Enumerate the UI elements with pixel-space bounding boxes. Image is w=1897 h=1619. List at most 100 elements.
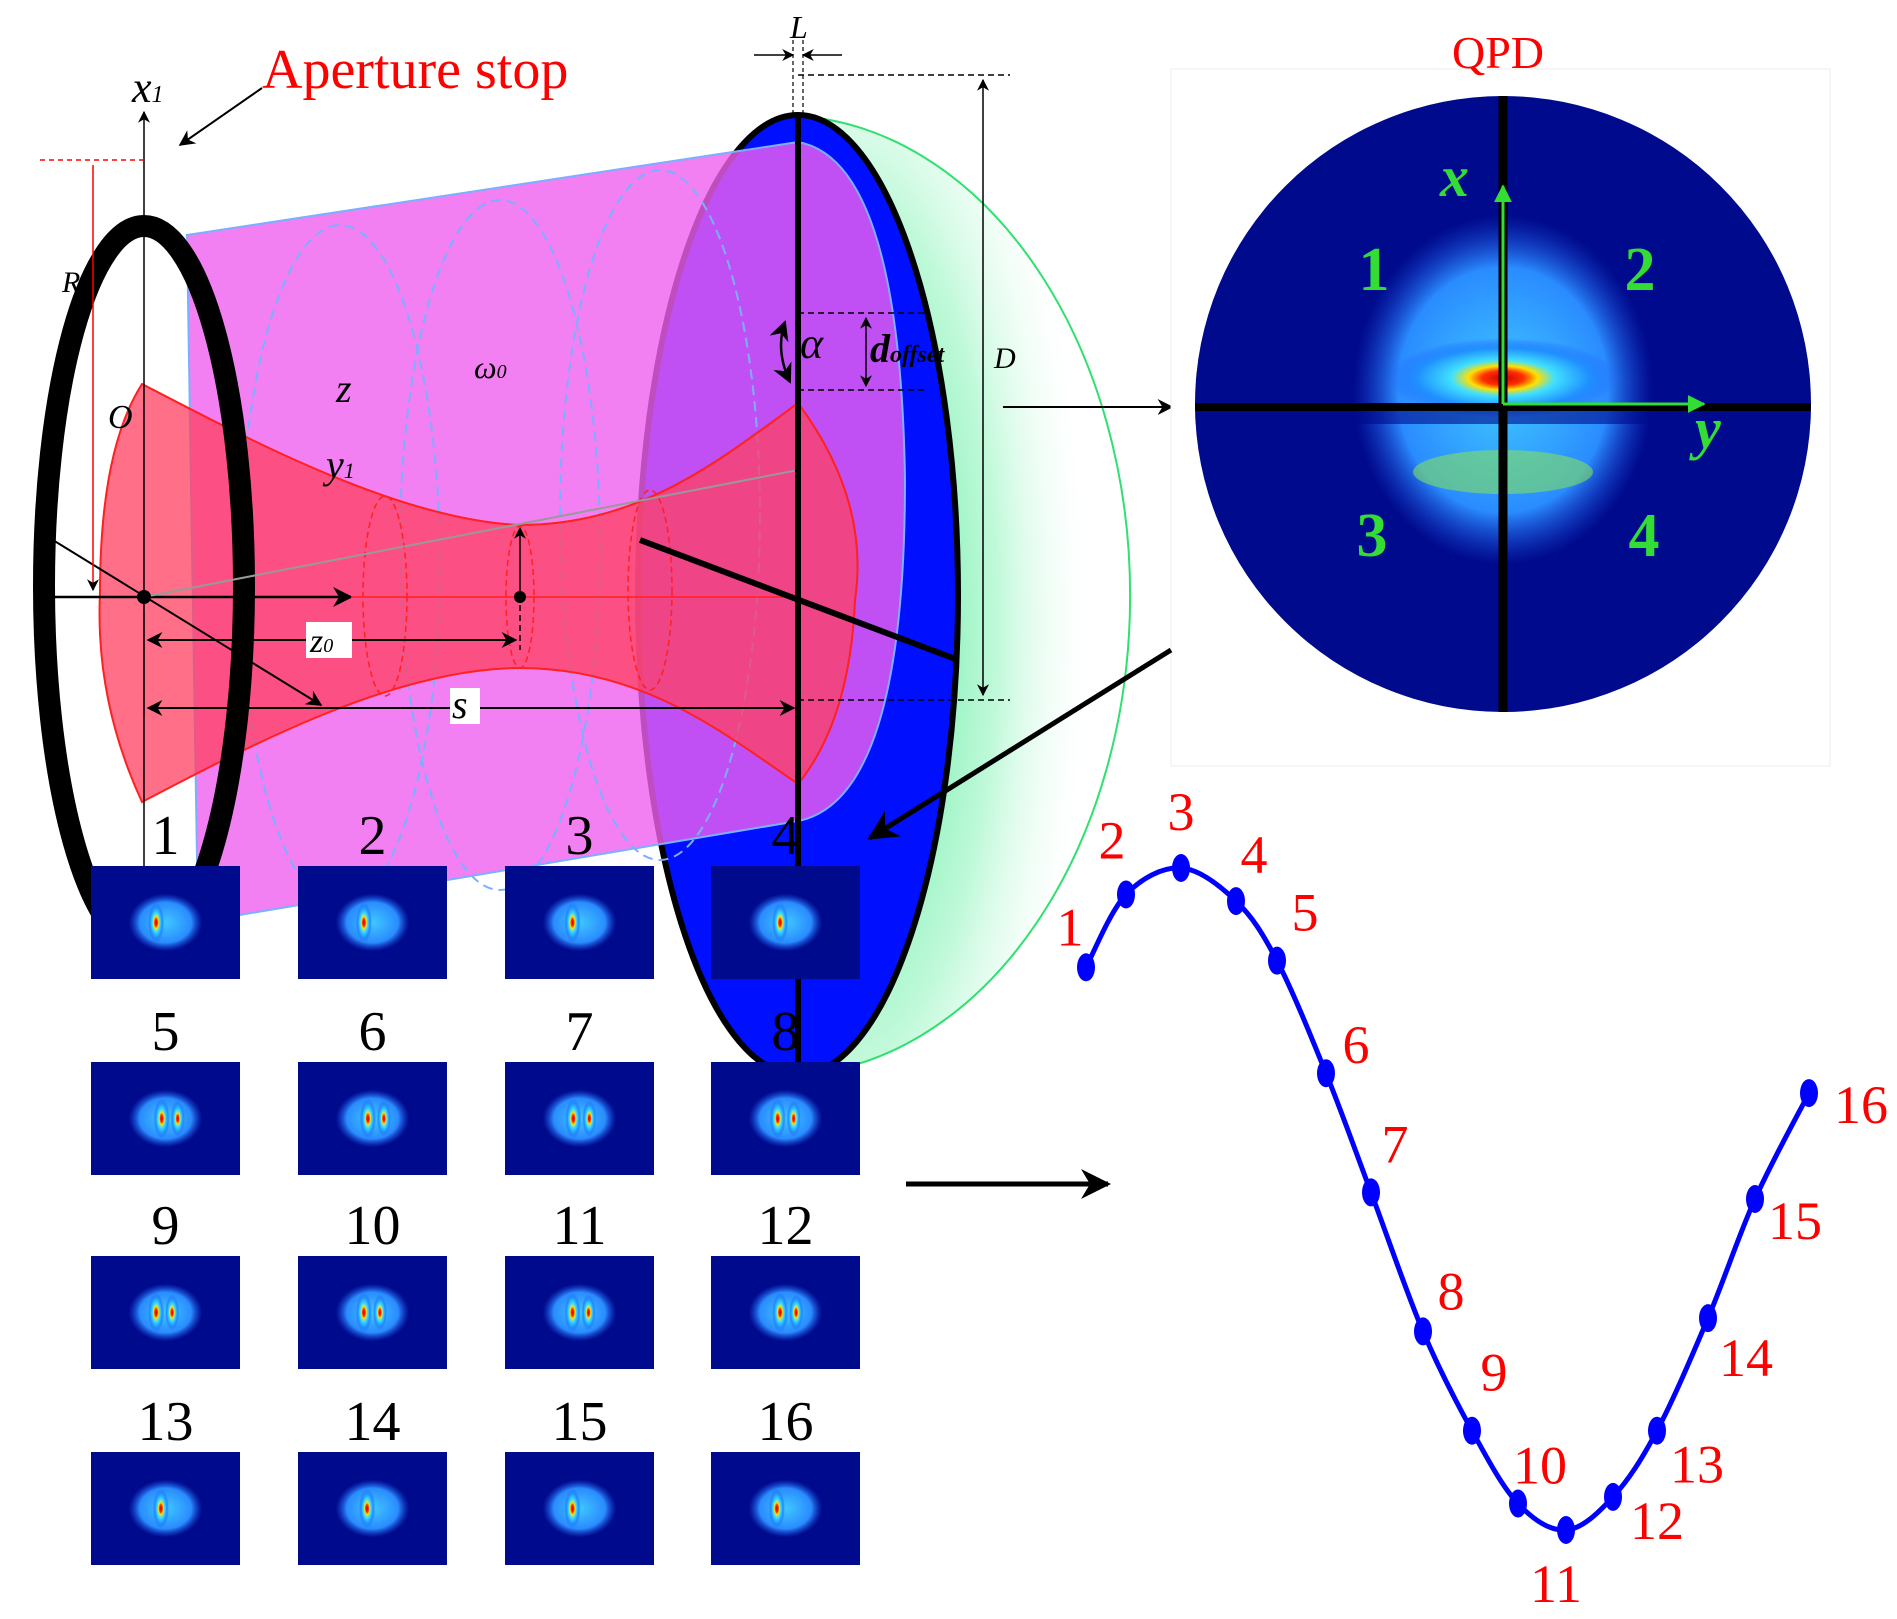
curve-point-label: 4 bbox=[1241, 825, 1268, 885]
alpha-angle-arc bbox=[769, 320, 792, 384]
spot-thumbnail: 9 bbox=[91, 1195, 240, 1369]
qpd-panel: QPD x y 1 2 3 4 bbox=[1170, 27, 1831, 767]
spot-thumbnail: 10 bbox=[298, 1195, 447, 1369]
thumbnail-spot bbox=[148, 1292, 165, 1333]
spot-thumbnail: 3 bbox=[505, 805, 654, 979]
curve-point-16 bbox=[1800, 1079, 1818, 1108]
waist-label: ω0 bbox=[474, 349, 507, 385]
thumbnail-label: 13 bbox=[138, 1391, 194, 1453]
qpd-quadrant-3: 3 bbox=[1357, 502, 1388, 570]
doffset-label: doffset bbox=[870, 326, 946, 371]
thumbnail-spot bbox=[772, 1292, 789, 1333]
curve-point-1 bbox=[1077, 953, 1095, 982]
curve-point-label: 8 bbox=[1438, 1261, 1465, 1321]
curve-point-label: 5 bbox=[1292, 883, 1319, 943]
thumbnail-spot bbox=[355, 1292, 372, 1333]
thumbnail-label: 16 bbox=[758, 1391, 814, 1453]
spot-thumbnail: 2 bbox=[298, 805, 447, 979]
curve-point-label: 14 bbox=[1719, 1328, 1773, 1388]
curve-point-12 bbox=[1604, 1482, 1622, 1511]
thumbnail-spot bbox=[768, 1488, 785, 1529]
spot-thumbnail: 8 bbox=[711, 1001, 860, 1175]
thumbnail-label: 12 bbox=[758, 1195, 814, 1257]
thumbnail-label: 2 bbox=[359, 805, 387, 867]
spot-thumbnail: 1 bbox=[91, 805, 240, 979]
thumbnail-halo bbox=[335, 1283, 410, 1342]
curve-point-2 bbox=[1117, 880, 1135, 909]
curve-point-13 bbox=[1648, 1416, 1666, 1445]
spot-thumbnail: 14 bbox=[298, 1391, 447, 1565]
thumbnail-label: 10 bbox=[345, 1195, 401, 1257]
thumbnail-halo bbox=[128, 893, 203, 952]
curve-point-label: 16 bbox=[1834, 1075, 1888, 1135]
qpd-title: QPD bbox=[1452, 27, 1544, 78]
curve-point-label: 9 bbox=[1481, 1343, 1508, 1403]
thumbnail-spot bbox=[170, 1100, 185, 1137]
spot-thumbnail: 13 bbox=[91, 1391, 240, 1565]
curve-point-label: 2 bbox=[1099, 810, 1126, 870]
z0-label: z0 bbox=[309, 623, 333, 660]
curve-point-7 bbox=[1362, 1178, 1380, 1207]
spot-thumbnail: 7 bbox=[505, 1001, 654, 1175]
curve-point-10 bbox=[1509, 1489, 1527, 1518]
spot-thumbnail: 15 bbox=[505, 1391, 654, 1565]
thumbnail-spot bbox=[582, 1100, 597, 1137]
thumbnail-spot bbox=[355, 902, 372, 943]
thumbnail-label: 11 bbox=[553, 1195, 607, 1257]
curve-point-15 bbox=[1746, 1185, 1764, 1213]
qpd-quadrant-1: 1 bbox=[1359, 236, 1390, 304]
thumbnail-spot bbox=[581, 1294, 596, 1331]
thumbnail-label: 6 bbox=[359, 1001, 387, 1063]
thumbnail-label: 14 bbox=[345, 1391, 401, 1453]
curve-point-label: 11 bbox=[1530, 1554, 1582, 1614]
spot-thumbnail: 6 bbox=[298, 1001, 447, 1175]
curve-point-label: 10 bbox=[1513, 1436, 1567, 1496]
thumbnail-label: 7 bbox=[566, 1001, 594, 1063]
curve-point-label: 3 bbox=[1168, 782, 1195, 842]
thumbnail-spot bbox=[565, 1098, 582, 1139]
thumbnail-halo bbox=[335, 893, 410, 952]
thumbnail-label: 8 bbox=[772, 1001, 800, 1063]
curve-point-6 bbox=[1317, 1059, 1335, 1088]
origin-label: O bbox=[108, 399, 133, 436]
spot-thumbnail: 11 bbox=[505, 1195, 654, 1369]
thumbnail-spot bbox=[165, 1294, 180, 1331]
signal-curve-line bbox=[1083, 865, 1812, 1533]
thumbnail-label: 3 bbox=[566, 805, 594, 867]
thumbnail-spot bbox=[359, 1098, 376, 1139]
curve-point-8 bbox=[1414, 1317, 1432, 1346]
alpha-label: α bbox=[800, 319, 824, 368]
qpd-y-label: y bbox=[1689, 396, 1721, 461]
qpd-x-label: x bbox=[1439, 144, 1469, 209]
qpd-to-grid-arrow bbox=[867, 647, 1173, 841]
thumbnail-spot bbox=[372, 1294, 387, 1331]
thumbnail-spot bbox=[359, 1488, 376, 1529]
thumbnail-spot bbox=[153, 1098, 170, 1139]
curve-point-5 bbox=[1268, 946, 1286, 975]
qpd-quadrant-2: 2 bbox=[1625, 236, 1656, 304]
spot-thumbnail: 16 bbox=[711, 1391, 860, 1565]
thumbnail-label: 15 bbox=[552, 1391, 608, 1453]
l-label: L bbox=[789, 9, 808, 45]
thumbnail-spot bbox=[789, 1294, 804, 1331]
curve-point-11 bbox=[1557, 1516, 1575, 1544]
thumbnail-label: 9 bbox=[152, 1195, 180, 1257]
origin-point bbox=[137, 590, 151, 604]
thumbnail-spot bbox=[564, 1488, 581, 1529]
curve-point-label: 6 bbox=[1343, 1015, 1370, 1075]
y1-axis-label: y1 bbox=[322, 442, 355, 487]
thumbnail-halo bbox=[748, 1479, 823, 1538]
spot-thumbnail: 4 bbox=[711, 805, 860, 979]
curve-point-label: 15 bbox=[1768, 1191, 1822, 1251]
spot-thumbnail: 12 bbox=[711, 1195, 860, 1369]
qpd-quadrant-4: 4 bbox=[1629, 502, 1660, 570]
curve-point-label: 1 bbox=[1057, 897, 1084, 957]
thumbnail-spot bbox=[786, 1100, 801, 1137]
s-label: s bbox=[452, 682, 468, 727]
tilted-axis bbox=[143, 469, 799, 598]
aperture-stop-label: Aperture stop bbox=[262, 39, 568, 101]
